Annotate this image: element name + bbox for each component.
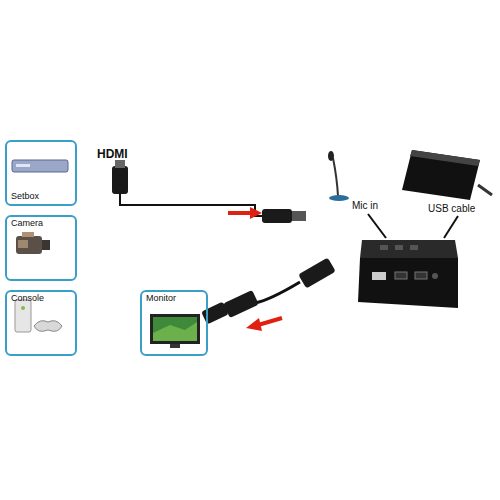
box-label: Monitor (146, 294, 202, 304)
device-box: Monitor (140, 290, 208, 356)
port-label: USB cable (428, 203, 475, 214)
box-label: Setbox (11, 192, 71, 202)
cable-label: HDMI (97, 148, 128, 161)
device-box: Camera (5, 215, 77, 281)
device-box: Console (5, 290, 77, 356)
box-label: Console (11, 294, 71, 304)
device-box: Setbox (5, 140, 77, 206)
port-label: Mic in (352, 200, 378, 211)
box-label: Camera (11, 219, 71, 229)
